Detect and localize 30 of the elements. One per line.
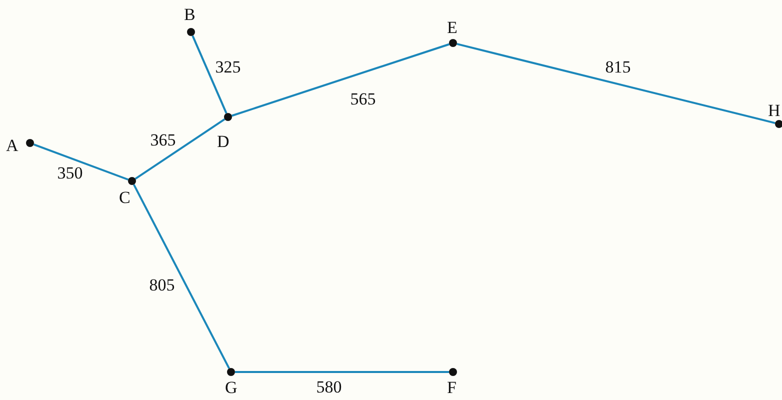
edge-label: 565 <box>349 90 377 108</box>
connector-line <box>456 43 776 124</box>
vertex-label: H <box>768 102 780 119</box>
vertex-dot <box>187 28 195 36</box>
vertex-dot <box>449 368 457 376</box>
connector-line <box>192 35 228 114</box>
edge-label: 580 <box>315 378 343 396</box>
connector-line <box>33 143 129 181</box>
connector-line <box>132 184 230 369</box>
edge-label: 805 <box>148 276 176 294</box>
vertex-dot <box>227 368 235 376</box>
vertex-label: F <box>447 379 456 396</box>
vertex-label: D <box>217 133 230 150</box>
edge-label: 815 <box>604 58 632 76</box>
vertex-label: G <box>225 379 238 396</box>
vertex-label: C <box>119 189 130 206</box>
vertex-label: B <box>184 6 196 23</box>
vertex-label: A <box>6 137 18 154</box>
vertex-dot <box>449 39 457 47</box>
edge-label: 350 <box>56 164 84 182</box>
vertex-label: E <box>447 19 458 36</box>
vertex-dot <box>26 139 34 147</box>
vertex-dot <box>775 120 782 128</box>
vertex-dot <box>224 113 232 121</box>
connector-line <box>235 371 449 373</box>
connector-line <box>134 118 226 180</box>
connector-line <box>231 43 450 117</box>
edge-label: 365 <box>149 132 177 148</box>
edge-label: 325 <box>214 58 242 76</box>
vertex-dot <box>128 177 136 185</box>
